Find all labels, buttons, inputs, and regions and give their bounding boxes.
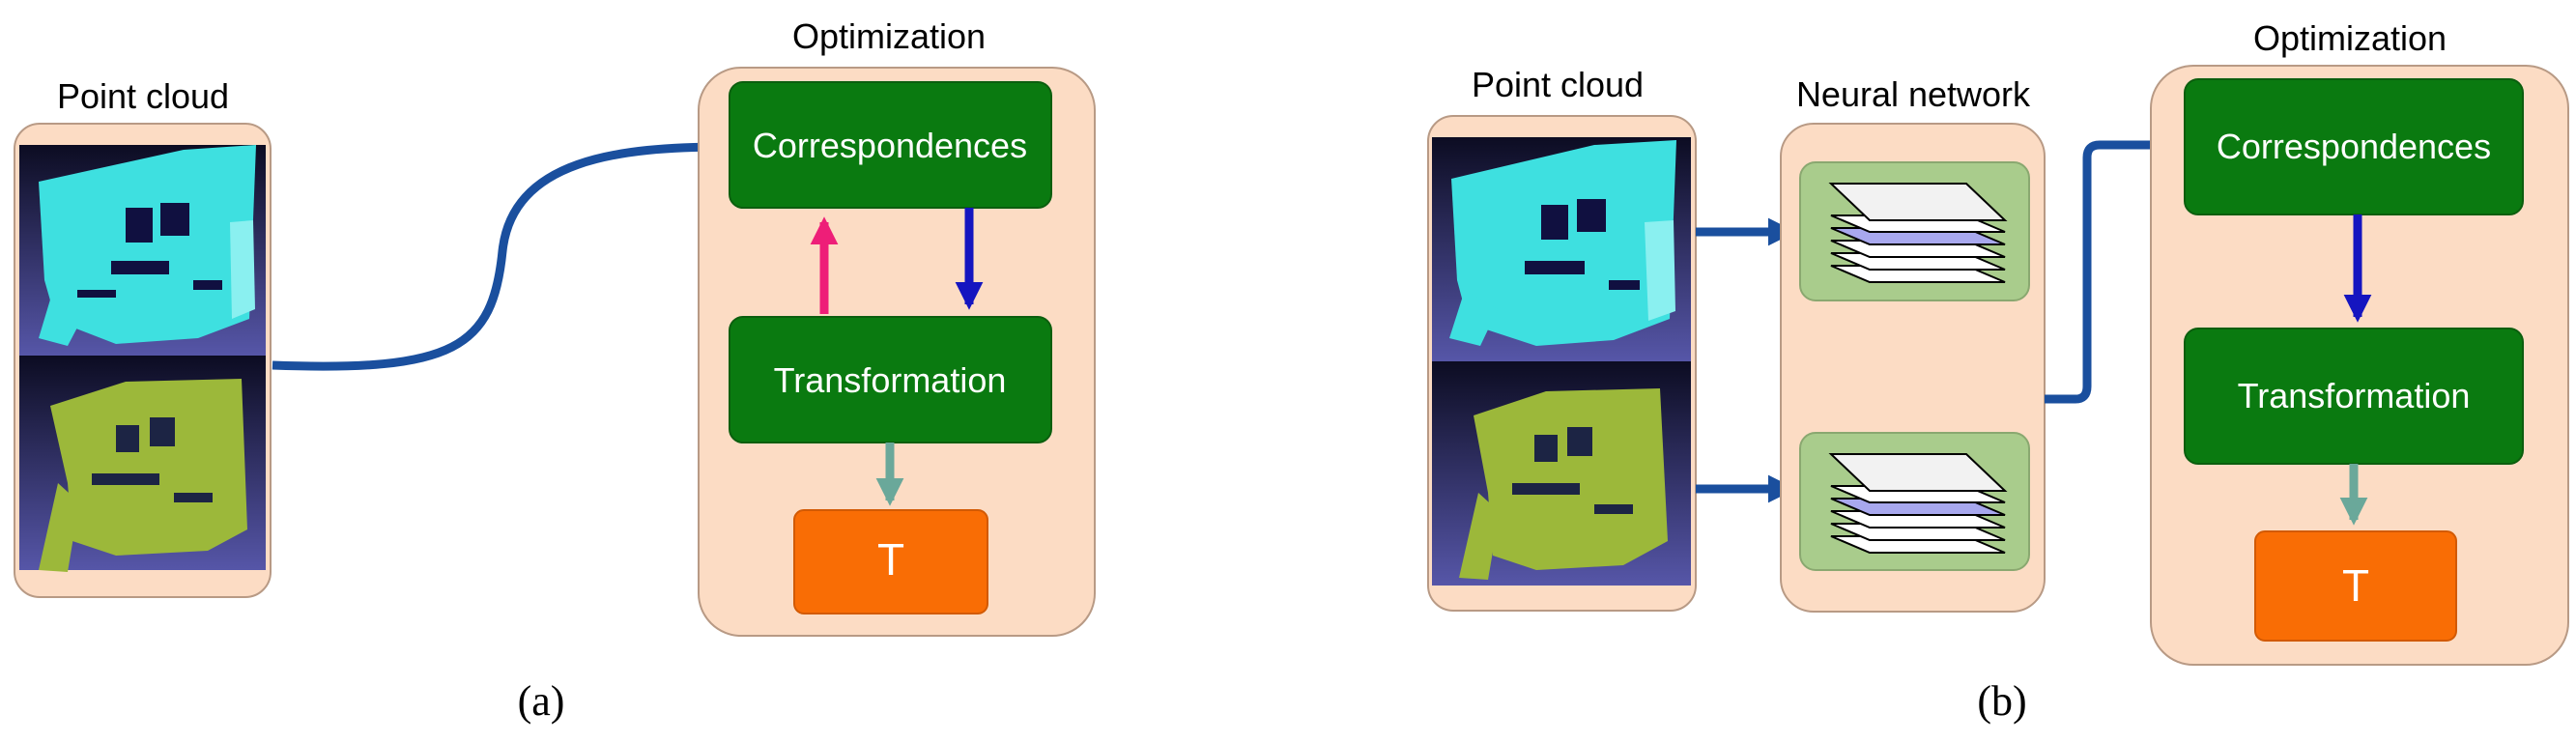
transformation-box: Transformation	[729, 316, 1052, 443]
panel-b-caption: (b)	[1977, 677, 2026, 725]
panel-a: Point cloud	[14, 16, 1096, 725]
result-box: T	[2254, 530, 2457, 642]
source-cloud-detail	[1525, 199, 1640, 290]
source-cloud-detail	[77, 203, 222, 298]
target-cloud-detail	[92, 417, 213, 502]
svg-text:Correspondences: Correspondences	[753, 126, 1027, 165]
result-box: T	[793, 509, 988, 614]
point-cloud-image	[14, 123, 272, 598]
optimization-label: Optimization	[2253, 18, 2447, 58]
svg-text:Transformation: Transformation	[2238, 376, 2471, 415]
correspondences-box: Correspondences	[729, 81, 1052, 209]
target-point-cloud	[1459, 388, 1668, 580]
source-point-cloud	[39, 145, 256, 346]
svg-text:Correspondences: Correspondences	[2217, 127, 2491, 166]
svg-text:Transformation: Transformation	[774, 360, 1007, 400]
network-layer-stack-bottom	[1799, 432, 2030, 571]
svg-text:T: T	[2342, 560, 2369, 611]
network-layer-stack-top	[1799, 161, 2030, 301]
network-to-correspondences-arrow	[2045, 130, 2178, 404]
correspondences-box: Correspondences	[2184, 78, 2524, 215]
target-cloud-detail	[1512, 427, 1633, 514]
svg-text:T: T	[877, 534, 904, 585]
source-point-cloud	[1449, 140, 1676, 346]
optimization-label: Optimization	[792, 16, 986, 56]
panel-b: Point cloud	[1427, 18, 2569, 725]
point-cloud-label: Point cloud	[1472, 65, 1644, 104]
point-cloud-label: Point cloud	[57, 76, 229, 116]
neural-network-label: Neural network	[1796, 74, 2031, 114]
panel-a-caption: (a)	[518, 677, 565, 725]
point-cloud-image	[1427, 115, 1697, 612]
transformation-box: Transformation	[2184, 328, 2524, 465]
target-point-cloud	[39, 379, 247, 572]
cloud-to-correspondences-arrow	[272, 132, 732, 371]
